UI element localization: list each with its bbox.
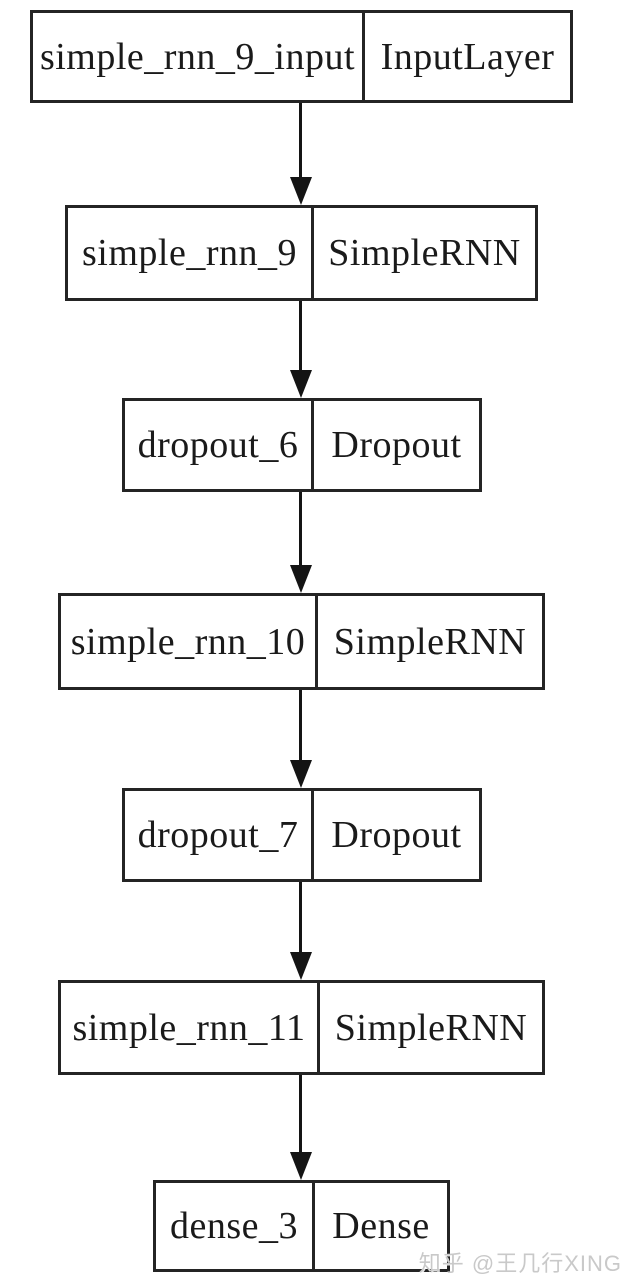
edge-arrow — [290, 492, 312, 593]
layer-name-cell: simple_rnn_9 — [68, 208, 314, 298]
layer-name-cell: simple_rnn_11 — [61, 983, 320, 1072]
layer-name-cell: simple_rnn_9_input — [33, 13, 365, 100]
arrow-head-icon — [290, 1152, 312, 1180]
layer-name-cell: dropout_6 — [125, 401, 314, 489]
layer-type-cell: SimpleRNN — [334, 1006, 528, 1049]
edge-arrow — [290, 103, 312, 205]
watermark-zhihu: 知乎 @王几行XING — [418, 1251, 622, 1276]
edge-arrow — [290, 301, 312, 398]
arrow-line — [299, 882, 302, 956]
layer-type-cell: InputLayer — [380, 35, 555, 78]
layer-name-cell: dropout_7 — [125, 791, 314, 879]
layer-type-cell: Dropout — [331, 424, 462, 466]
layer-name-cell: dense_3 — [156, 1183, 315, 1269]
arrow-head-icon — [290, 760, 312, 788]
node-dropout-6: dropout_6 Dropout — [122, 398, 482, 492]
arrow-head-icon — [290, 952, 312, 980]
arrow-line — [299, 1075, 302, 1156]
layer-type-cell: SimpleRNN — [328, 232, 521, 274]
arrow-head-icon — [290, 565, 312, 593]
arrow-head-icon — [290, 370, 312, 398]
edge-arrow — [290, 690, 312, 788]
node-simple-rnn-11: simple_rnn_11 SimpleRNN — [58, 980, 545, 1075]
arrow-head-icon — [290, 177, 312, 205]
edge-arrow — [290, 882, 312, 980]
edge-arrow — [290, 1075, 312, 1180]
arrow-line — [299, 103, 302, 181]
layer-type-cell: Dense — [332, 1205, 430, 1247]
arrow-line — [299, 690, 302, 764]
arrow-line — [299, 301, 302, 374]
node-dense-3: dense_3 Dense — [153, 1180, 450, 1272]
arrow-line — [299, 492, 302, 569]
node-simple-rnn-9: simple_rnn_9 SimpleRNN — [65, 205, 538, 301]
layer-name-cell: simple_rnn_10 — [61, 596, 318, 687]
layer-type-cell: SimpleRNN — [333, 620, 527, 663]
node-simple-rnn-10: simple_rnn_10 SimpleRNN — [58, 593, 545, 690]
node-simple-rnn-9-input: simple_rnn_9_input InputLayer — [30, 10, 573, 103]
layer-type-cell: Dropout — [331, 814, 462, 856]
node-dropout-7: dropout_7 Dropout — [122, 788, 482, 882]
